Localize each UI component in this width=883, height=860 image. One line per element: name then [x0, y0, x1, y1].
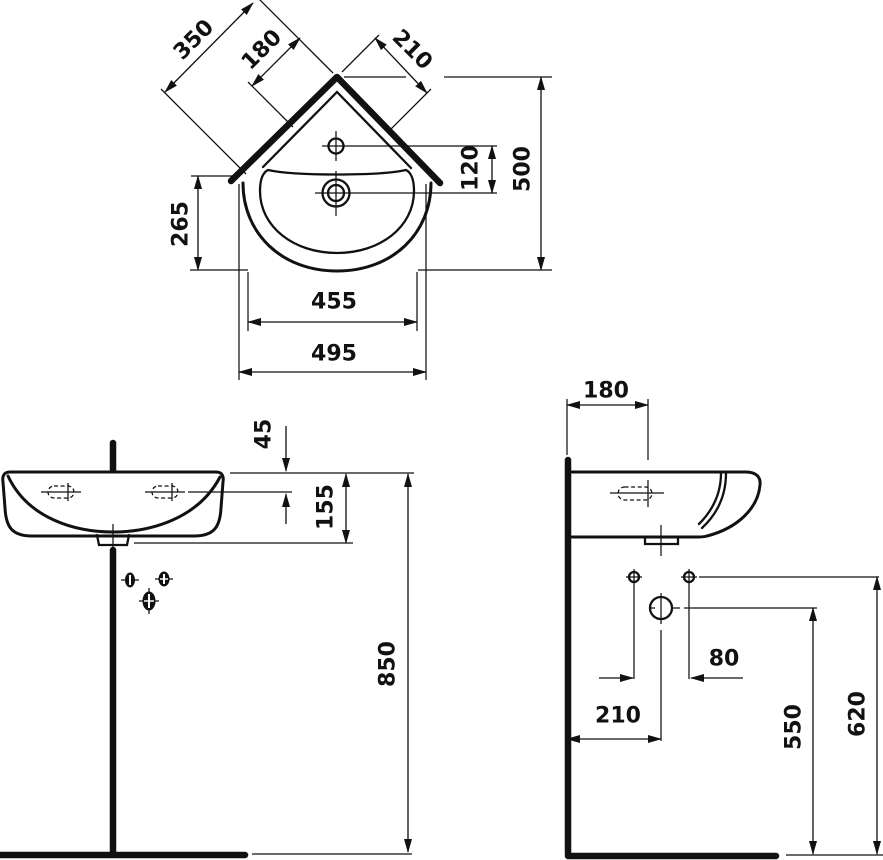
dim-plan-tap-to-drain: 120 — [459, 145, 496, 194]
front-bowl-silhouette — [6, 474, 222, 534]
plan-bowl — [258, 168, 416, 255]
dim-label-210: 210 — [387, 25, 437, 75]
dim-label-80: 80 — [709, 647, 740, 672]
dim-plan-overall-width: 495 — [238, 184, 427, 380]
dim-label-120: 120 — [459, 145, 484, 191]
dim-label-210-side: 210 — [595, 704, 641, 729]
front-fixing-slot-left — [41, 483, 81, 501]
side-fixing-hole-left — [626, 569, 642, 585]
front-basin-outline — [1, 470, 225, 538]
dim-label-455: 455 — [311, 290, 357, 315]
drain-hole-icon — [315, 171, 497, 216]
side-lip-inner-1 — [700, 471, 728, 530]
dim-side-supply-height: 550 — [782, 607, 817, 855]
front-mount-hole-right — [155, 571, 173, 587]
side-supply-hole — [648, 593, 680, 741]
dim-plan-overall-depth: 500 — [344, 76, 552, 271]
dim-plan-right-wall: 210 — [341, 25, 437, 133]
dim-label-620: 620 — [846, 691, 871, 737]
dim-label-850: 850 — [376, 641, 401, 687]
dim-side-fixing-height: 620 — [846, 576, 881, 855]
dim-plan-left-wall: 350 — [160, 0, 334, 175]
dim-label-350: 350 — [169, 15, 219, 65]
dim-label-180-plan: 180 — [237, 25, 287, 75]
tap-hole-icon — [322, 131, 497, 161]
side-fixing-hole-right — [681, 569, 697, 585]
dim-label-155: 155 — [314, 484, 339, 530]
dim-front-rim-height: 850 — [376, 473, 412, 853]
side-lip-inner-2 — [697, 471, 723, 526]
front-mount-hole-center — [139, 588, 159, 614]
plan-outer-rim — [241, 181, 433, 273]
side-fixing-slot — [610, 480, 664, 507]
dim-side-wall-to-outlet: 210 — [566, 704, 662, 743]
dim-plan-bowl-width: 455 — [247, 272, 418, 331]
dim-label-265: 265 — [169, 201, 194, 247]
dim-label-45: 45 — [252, 419, 277, 450]
plan-inner-edge — [261, 90, 413, 170]
dim-label-550: 550 — [782, 704, 807, 750]
front-mount-hole-left — [121, 572, 139, 588]
front-fixing-slot-right — [145, 483, 185, 501]
plan-view: 350 180 210 120 500 — [160, 0, 552, 380]
front-view: 45 155 850 — [0, 419, 414, 859]
dim-plan-left-inner: 180 — [237, 25, 301, 128]
dim-label-500: 500 — [511, 146, 536, 192]
dim-front-apron-height: 155 — [314, 473, 350, 544]
dim-side-hole-spacing: 80 — [599, 647, 743, 682]
dim-label-180-side: 180 — [583, 379, 629, 404]
plan-corner-walls — [227, 73, 444, 187]
dim-front-rim-to-fixing: 45 — [252, 419, 290, 524]
dim-label-495: 495 — [311, 342, 357, 367]
side-basin-profile — [570, 470, 762, 539]
side-view: 180 80 210 550 620 — [564, 379, 883, 860]
dim-side-wall-to-fixing: 180 — [566, 379, 649, 460]
dim-plan-bowl-depth: 265 — [169, 175, 248, 271]
